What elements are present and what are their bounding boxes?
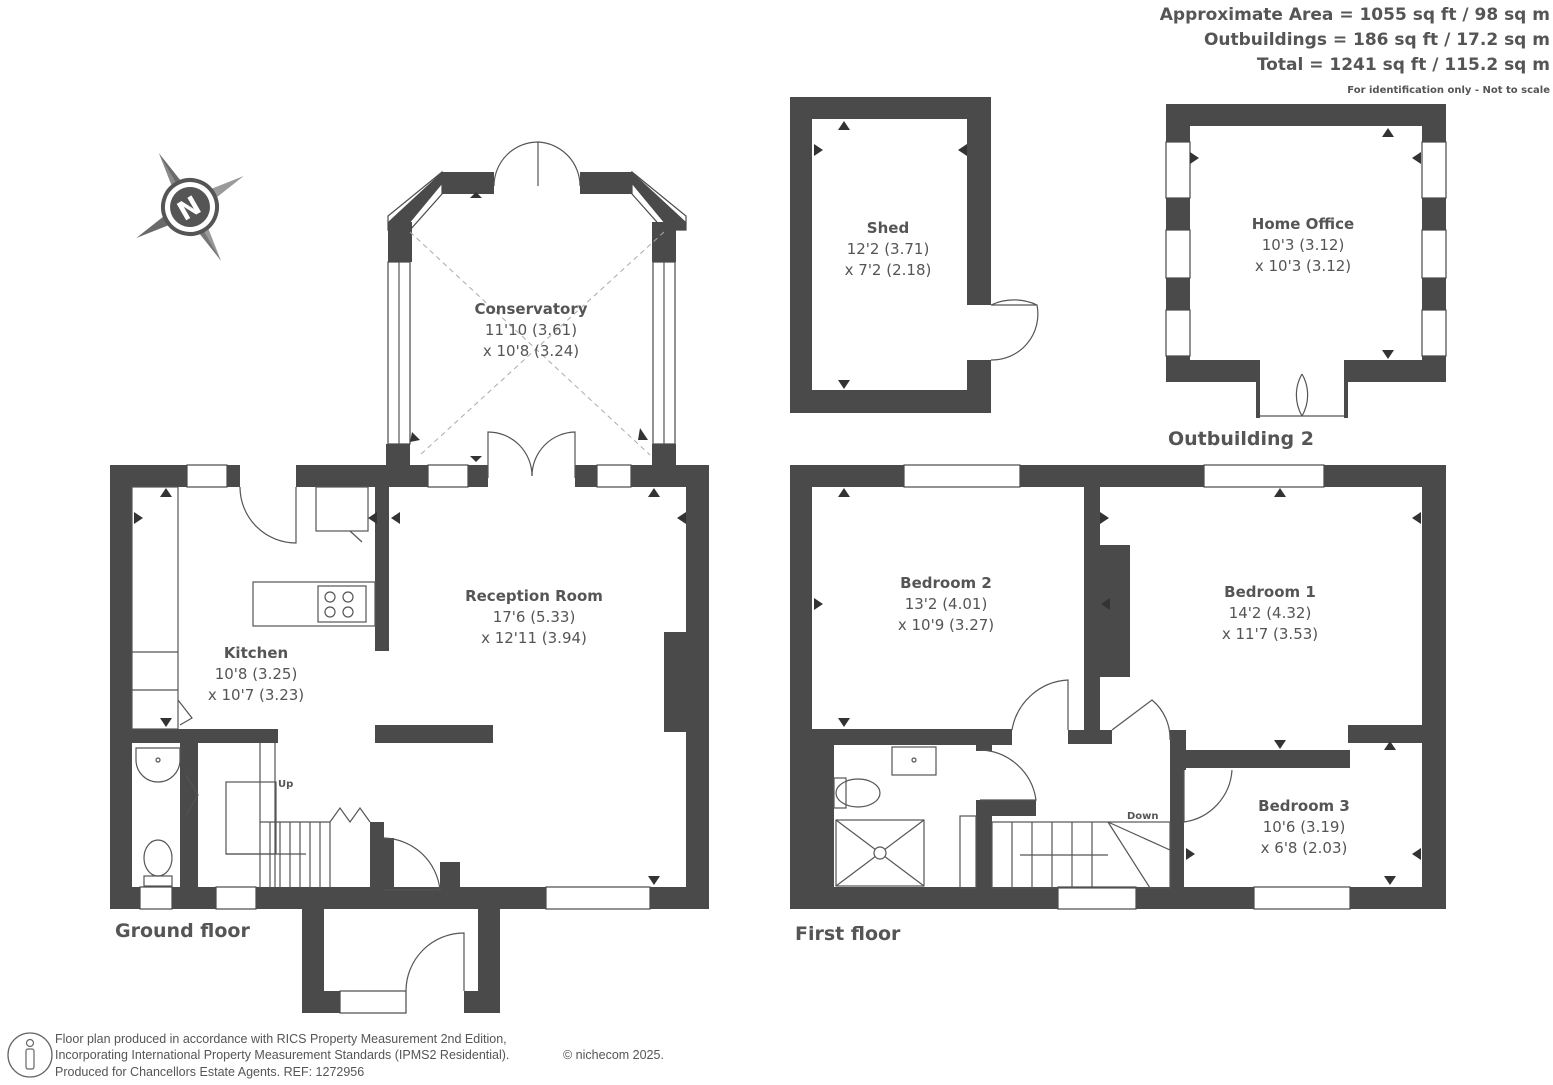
bedroom-2-dim1: 13'2 (4.01)	[905, 595, 988, 613]
total-area-text: Total = 1241 sq ft / 115.2 sq m	[1257, 55, 1550, 75]
stairs-up-label: Up	[278, 779, 293, 790]
bathroom-toilet-icon	[835, 778, 881, 808]
scale-note: For identification only - Not to scale	[1347, 85, 1550, 96]
home-office-name: Home Office	[1252, 215, 1354, 233]
shed-name: Shed	[867, 219, 909, 237]
bedroom-1-name: Bedroom 1	[1224, 583, 1316, 601]
shed-dim1: 12'2 (3.71)	[847, 240, 930, 258]
footer-line-3: Produced for Chancellors Estate Agents. …	[55, 1065, 364, 1079]
hob-icon	[317, 585, 367, 623]
footer: Floor plan produced in accordance with R…	[7, 1032, 664, 1079]
shower-tray-icon	[835, 819, 925, 887]
conservatory-dim2: x 10'8 (3.24)	[483, 342, 579, 360]
bedroom-3-dim2: x 6'8 (2.03)	[1261, 839, 1348, 857]
first-floor-label: First floor	[795, 923, 901, 945]
kitchen-dim1: 10'8 (3.25)	[215, 665, 298, 683]
stairs-down-label: Down	[1127, 811, 1159, 822]
toilet-icon	[143, 839, 173, 877]
kitchen-name: Kitchen	[224, 644, 288, 662]
area-summary: Approximate Area = 1055 sq ft / 98 sq m …	[1160, 5, 1550, 96]
ground-floor-structure	[110, 431, 709, 1014]
home-office-dim1: 10'3 (3.12)	[1262, 236, 1345, 254]
bedroom-1-dim1: 14'2 (4.32)	[1229, 604, 1312, 622]
conservatory-structure	[386, 141, 687, 466]
kitchen-dim2: x 10'7 (3.23)	[208, 686, 304, 704]
shed-arrows	[814, 121, 967, 389]
outbuildings-area-text: Outbuildings = 186 sq ft / 17.2 sq m	[1204, 30, 1550, 50]
footer-copyright: © nichecom 2025.	[563, 1048, 664, 1062]
shed-dim2: x 7'2 (2.18)	[845, 261, 932, 279]
first-floor-structure	[790, 464, 1446, 910]
footer-line-1: Floor plan produced in accordance with R…	[55, 1032, 507, 1046]
bedroom-2-name: Bedroom 2	[900, 574, 992, 592]
bedroom-3-name: Bedroom 3	[1258, 797, 1350, 815]
bedroom-2-dim2: x 10'9 (3.27)	[898, 616, 994, 634]
reception-room-dim2: x 12'11 (3.94)	[481, 629, 587, 647]
basin-icon	[135, 747, 181, 783]
home-office-dim2: x 10'3 (3.12)	[1255, 257, 1351, 275]
person-icon	[7, 1032, 53, 1078]
bedroom-3-label: Bedroom 3 10'6 (3.19) x 6'8 (2.03)	[1258, 797, 1350, 857]
conservatory-dim1: 11'10 (3.61)	[485, 321, 577, 339]
reception-room-name: Reception Room	[465, 587, 603, 605]
conservatory-label: Conservatory 11'10 (3.61) x 10'8 (3.24)	[474, 300, 587, 360]
conservatory-name: Conservatory	[474, 300, 587, 318]
compass-icon	[136, 153, 244, 261]
bedroom-1-label: Bedroom 1 14'2 (4.32) x 11'7 (3.53)	[1222, 583, 1318, 643]
reception-room-dim1: 17'6 (5.33)	[493, 608, 576, 626]
kitchen-label: Kitchen 10'8 (3.25) x 10'7 (3.23)	[208, 644, 304, 704]
bedroom-1-dim2: x 11'7 (3.53)	[1222, 625, 1318, 643]
home-office-label: Home Office 10'3 (3.12) x 10'3 (3.12)	[1252, 215, 1354, 275]
outbuilding-2-label: Outbuilding 2	[1168, 428, 1314, 450]
bedroom-2-label: Bedroom 2 13'2 (4.01) x 10'9 (3.27)	[898, 574, 994, 634]
first-floor-arrows	[814, 488, 1421, 885]
footer-line-2: Incorporating International Property Mea…	[55, 1048, 509, 1062]
shed-label: Shed 12'2 (3.71) x 7'2 (2.18)	[845, 219, 932, 279]
bedroom-3-dim1: 10'6 (3.19)	[1263, 818, 1346, 836]
shed-structure	[790, 97, 1039, 413]
bathroom-basin-icon	[891, 746, 937, 776]
home-office-arrows	[1190, 128, 1421, 359]
reception-room-label: Reception Room 17'6 (5.33) x 12'11 (3.94…	[465, 587, 603, 647]
approximate-area-text: Approximate Area = 1055 sq ft / 98 sq m	[1160, 5, 1550, 25]
ground-floor-label: Ground floor	[115, 920, 250, 942]
ground-floor-arrows	[134, 192, 686, 885]
home-office-structure	[1165, 104, 1447, 418]
